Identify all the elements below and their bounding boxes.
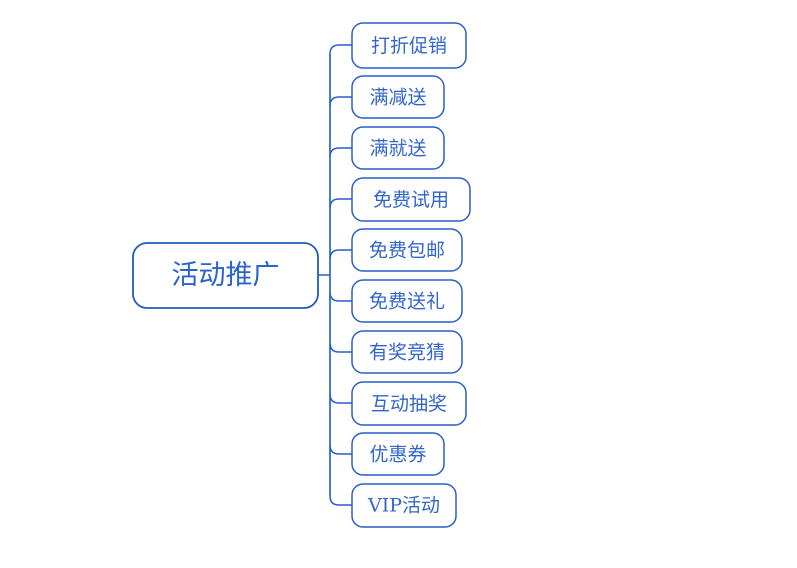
node-label: 满就送 — [369, 138, 426, 160]
mindmap-node[interactable]: 免费送礼 — [351, 279, 463, 323]
connector-branch — [329, 147, 352, 158]
root-node-label: 活动推广 — [172, 260, 280, 291]
mindmap-node[interactable]: 免费包邮 — [351, 228, 463, 272]
node-label: 满减送 — [369, 87, 426, 109]
node-label: 互动抽奖 — [371, 393, 447, 415]
node-label: 优惠券 — [369, 444, 426, 466]
node-label: VIP活动 — [367, 495, 440, 517]
node-box[interactable] — [351, 432, 445, 476]
mindmap-node[interactable]: 满就送 — [351, 126, 445, 170]
connector-branch — [329, 393, 352, 404]
root-node-group[interactable]: 活动推广 — [132, 242, 319, 309]
mindmap-node[interactable]: VIP活动 — [351, 483, 457, 528]
node-box[interactable] — [351, 330, 463, 374]
node-box[interactable] — [351, 483, 457, 528]
connector-branch — [329, 198, 352, 209]
mindmap-node[interactable]: 互动抽奖 — [351, 381, 467, 426]
connector-branch — [329, 96, 352, 107]
node-box[interactable] — [351, 381, 467, 426]
node-box[interactable] — [351, 279, 463, 323]
connector-branch — [329, 291, 352, 302]
mindmap-node[interactable]: 免费试用 — [351, 177, 471, 222]
connector-branch — [329, 249, 352, 260]
connector-branch — [329, 342, 352, 353]
root-node-box[interactable] — [132, 242, 319, 309]
node-label: 免费试用 — [373, 189, 449, 211]
node-label: 免费送礼 — [369, 291, 445, 313]
node-box[interactable] — [351, 177, 471, 222]
node-label: 免费包邮 — [369, 240, 445, 262]
connector-branch — [329, 44, 352, 55]
node-box[interactable] — [351, 75, 445, 119]
node-label: 有奖竞猜 — [369, 342, 445, 364]
connector-branch — [329, 495, 352, 506]
node-label: 打折促销 — [371, 35, 447, 57]
node-box[interactable] — [351, 22, 467, 69]
mindmap-node[interactable]: 优惠券 — [351, 432, 445, 476]
mindmap-node[interactable]: 打折促销 — [351, 22, 467, 69]
connector-layer — [318, 44, 352, 506]
node-box[interactable] — [351, 228, 463, 272]
node-box[interactable] — [351, 126, 445, 170]
mindmap-node[interactable]: 有奖竞猜 — [351, 330, 463, 374]
connector-branch — [329, 444, 352, 455]
mindmap-node[interactable]: 满减送 — [351, 75, 445, 119]
